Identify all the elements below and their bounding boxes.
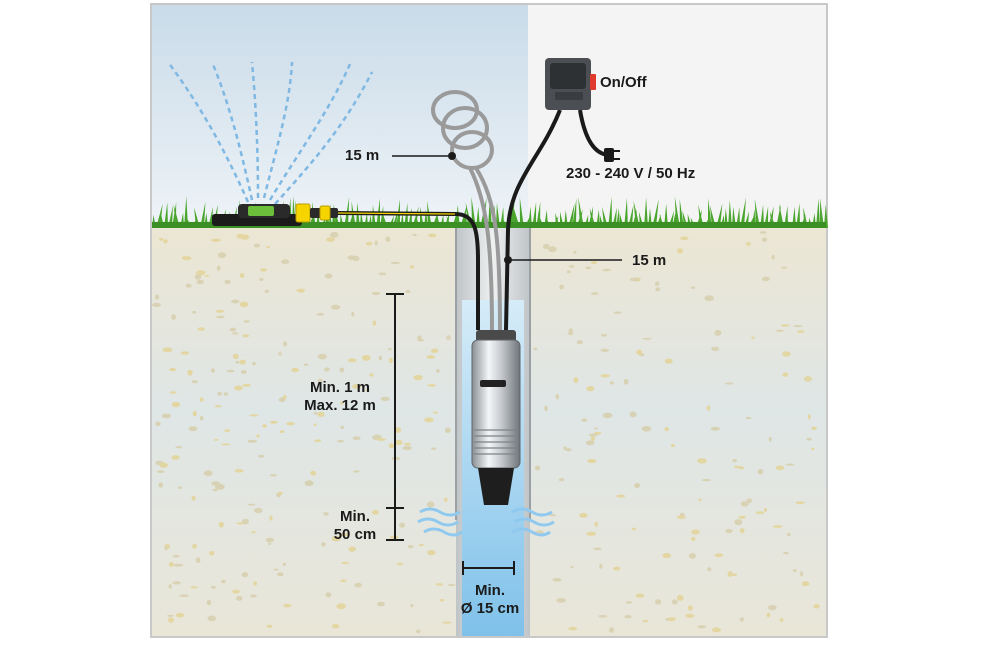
water-inflow-waves [417,507,555,537]
grass-strip [152,196,828,228]
cable-marker-dot [504,256,512,264]
garden-sprinkler [212,203,338,226]
sprinkler-spray [166,61,374,205]
depth-dimension-line [386,293,404,541]
safety-rope [431,90,502,331]
well-diameter-min-text: Min. [475,582,505,599]
bottom-clearance-label: Min. 50 cm [320,508,390,544]
bottom-clearance-value-text: 50 cm [333,526,377,543]
cable-length-label: 15 m [632,252,667,269]
soil-pebbles [152,231,820,634]
depth-max-text: Max. 12 m [304,397,376,414]
power-supply-label: 230 - 240 V / 50 Hz [566,165,696,182]
switch-red-button [590,74,596,90]
rope-length-label: 15 m [345,147,380,164]
on-off-label: On/Off [600,74,647,91]
diameter-dimension-line [462,561,515,575]
bottom-clearance-min-text: Min. [340,508,370,525]
well-diameter-label: Min. Ø 15 cm [440,582,540,618]
wall-background [528,5,826,225]
depth-min-text: Min. 1 m [309,379,370,396]
well-diameter-value-text: Ø 15 cm [460,600,520,617]
power-cable [504,109,562,331]
on-off-switch-box [545,58,596,110]
sky-background [152,5,528,225]
power-plug-icon [604,148,620,162]
depth-range-label: Min. 1 m Max. 12 m [292,379,388,415]
submersible-pump [471,330,521,505]
rope-marker-dot [448,152,456,160]
garden-hose [337,211,480,330]
